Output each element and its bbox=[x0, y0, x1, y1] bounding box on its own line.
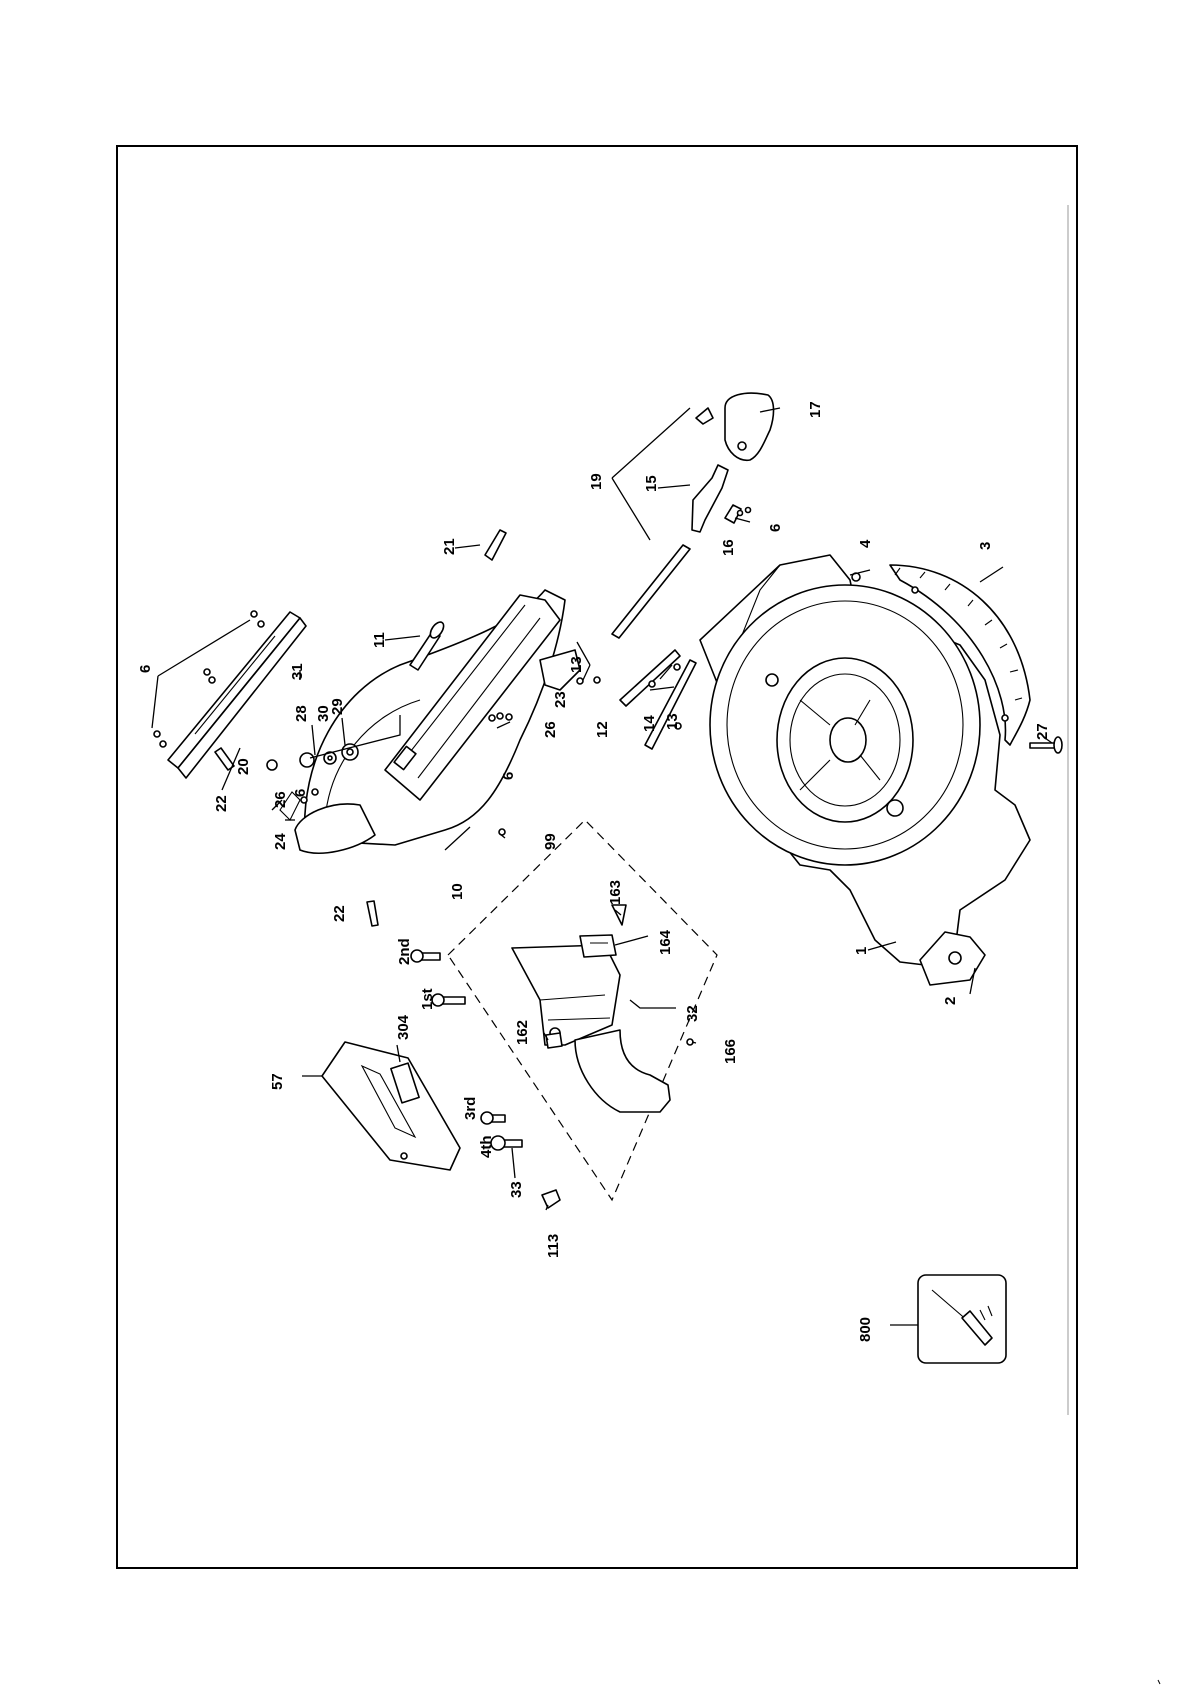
callout-6-arm: 6 bbox=[500, 772, 517, 780]
fence-rail bbox=[168, 612, 306, 778]
callout-162: 162 bbox=[514, 1020, 531, 1045]
callout-13-lower: 13 bbox=[664, 713, 681, 730]
callout-1st: 1st bbox=[419, 988, 436, 1010]
callout-27: 27 bbox=[1034, 723, 1051, 740]
handle-grip-17 bbox=[725, 393, 774, 460]
screw-163 bbox=[612, 905, 626, 925]
screw-99 bbox=[499, 829, 505, 835]
pin-21 bbox=[485, 530, 506, 560]
callout-304: 304 bbox=[395, 1014, 412, 1040]
callout-164: 164 bbox=[657, 929, 674, 955]
callout-166: 166 bbox=[722, 1039, 739, 1064]
callout-2nd: 2nd bbox=[396, 938, 413, 965]
bolt-2nd bbox=[411, 950, 440, 962]
edge-mark bbox=[1158, 1680, 1160, 1684]
callout-26-spring: 26 bbox=[272, 791, 289, 808]
callout-33: 33 bbox=[508, 1181, 525, 1198]
callout-11: 11 bbox=[371, 632, 388, 648]
callout-30: 30 bbox=[315, 705, 332, 722]
handle-15 bbox=[692, 465, 728, 532]
callout-22-lower: 22 bbox=[331, 905, 348, 922]
callout-2: 2 bbox=[942, 997, 959, 1005]
plate-164 bbox=[580, 935, 616, 957]
callout-3: 3 bbox=[977, 542, 994, 550]
callout-6-rail: 6 bbox=[137, 665, 154, 673]
callout-113: 113 bbox=[545, 1234, 562, 1258]
callout-6-spring: 6 bbox=[292, 789, 309, 797]
callout-20: 20 bbox=[235, 758, 252, 775]
callout-6-plate: 6 bbox=[767, 524, 784, 532]
callout-22-upper: 22 bbox=[213, 795, 230, 812]
callout-17: 17 bbox=[807, 401, 824, 418]
tool-800 bbox=[918, 1275, 1006, 1363]
callout-10: 10 bbox=[449, 883, 466, 900]
callout-163: 163 bbox=[607, 880, 624, 905]
callout-21: 21 bbox=[441, 538, 458, 555]
callout-99: 99 bbox=[542, 833, 559, 850]
callout-31: 31 bbox=[289, 663, 306, 680]
callout-4th: 4th bbox=[478, 1136, 495, 1159]
callout-800: 800 bbox=[857, 1317, 874, 1342]
callout-24: 24 bbox=[272, 833, 289, 850]
callout-28: 28 bbox=[293, 705, 310, 722]
callout-14: 14 bbox=[641, 715, 658, 732]
bolt-1st bbox=[432, 994, 465, 1006]
callout-12: 12 bbox=[594, 721, 611, 738]
callout-13-upper: 13 bbox=[568, 656, 585, 673]
bolt-3rd bbox=[481, 1112, 505, 1124]
callout-23: 23 bbox=[552, 691, 569, 708]
callout-16: 16 bbox=[720, 539, 737, 556]
callout-1: 1 bbox=[853, 947, 870, 955]
callout-57: 57 bbox=[269, 1073, 286, 1090]
extension-57 bbox=[322, 1042, 460, 1170]
callout-3rd: 3rd bbox=[462, 1097, 479, 1120]
knob-113 bbox=[542, 1190, 560, 1208]
callout-15: 15 bbox=[643, 475, 660, 492]
callout-4: 4 bbox=[857, 539, 874, 548]
callout-26-arm: 26 bbox=[542, 721, 559, 738]
callout-32: 32 bbox=[684, 1005, 701, 1022]
knob-162 bbox=[546, 1033, 562, 1048]
callout-19: 19 bbox=[588, 473, 605, 490]
screw-2 bbox=[949, 952, 961, 964]
bolt-4th bbox=[491, 1136, 522, 1150]
